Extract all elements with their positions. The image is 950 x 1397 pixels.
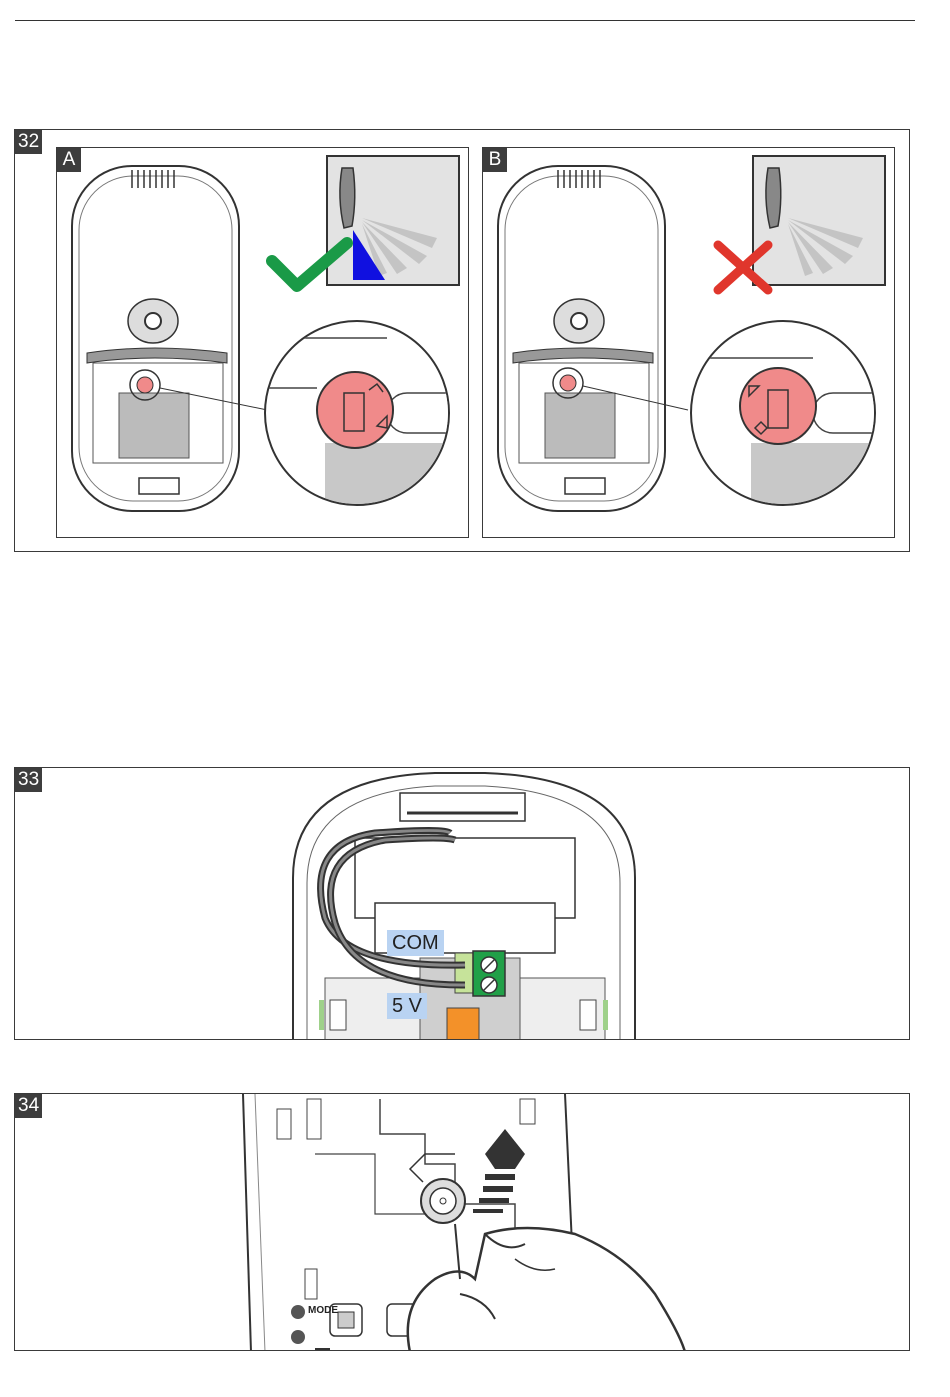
wiring-illustration bbox=[15, 768, 910, 1040]
detector-lens-incorrect-illustration bbox=[483, 148, 895, 538]
panel-b: B bbox=[482, 147, 895, 538]
header-rule bbox=[15, 20, 915, 21]
figure-32: 32 A bbox=[14, 129, 910, 552]
figure-label: 32 bbox=[15, 130, 42, 154]
mode-button-label: MODE bbox=[308, 1305, 338, 1316]
figure-33: 33 COM 5 V bbox=[14, 767, 910, 1040]
lens-removal-illustration bbox=[15, 1094, 910, 1351]
detector-lens-correct-illustration bbox=[57, 148, 469, 538]
panel-a: A bbox=[56, 147, 469, 538]
5v-terminal-label: 5 V bbox=[387, 993, 427, 1019]
com-terminal-label: COM bbox=[387, 930, 444, 956]
figure-34: 34 MODE bbox=[14, 1093, 910, 1351]
